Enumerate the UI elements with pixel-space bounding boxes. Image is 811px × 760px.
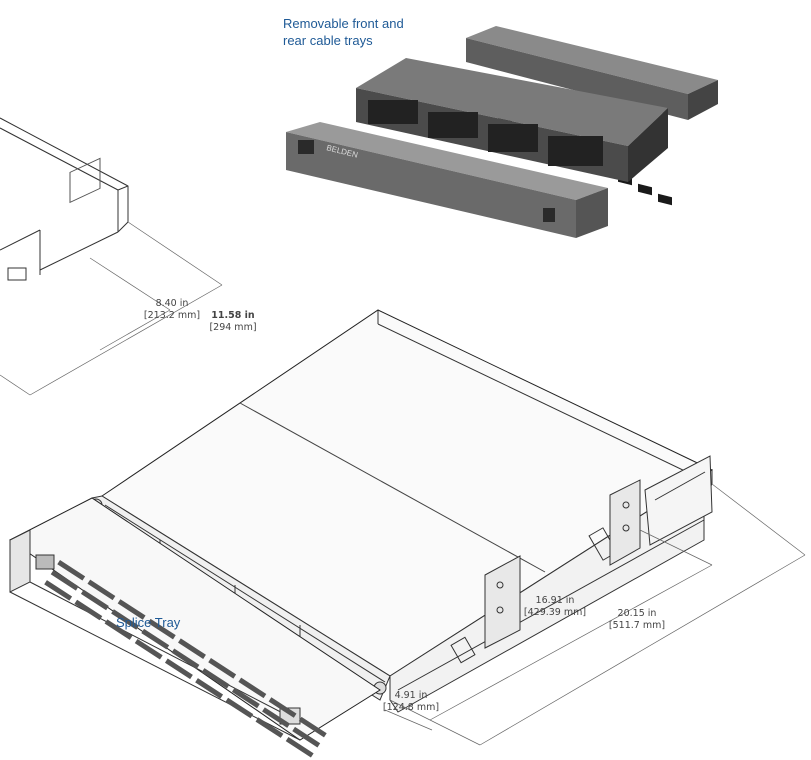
dimension-depth-total-imperial: 11.58 in xyxy=(211,310,255,321)
front-cable-tray: BELDEN xyxy=(286,122,608,238)
dimension-depth-total-metric: [294 mm] xyxy=(209,322,257,333)
small-unit-drawing xyxy=(0,117,223,396)
cable-tray-photo: BELDEN xyxy=(238,0,811,300)
splice-tray-slots xyxy=(44,560,327,758)
dimension-width-inner-imperial: 16.91 in xyxy=(535,595,575,606)
rack-unit-drawing xyxy=(9,309,806,746)
dimension-width-inner: 16.91 in [429.39 mm] xyxy=(514,595,596,619)
cable-tray-illustration: BELDEN xyxy=(286,26,718,238)
dimension-width-total-imperial: 20.15 in xyxy=(617,608,657,619)
splice-tray-label: Splice Tray xyxy=(116,615,181,630)
dimension-tray-depth: 4.91 in [124.8 mm] xyxy=(374,690,448,714)
chassis xyxy=(356,58,668,182)
cable-trays-label-line1: Removable front and xyxy=(283,16,404,31)
dimension-width-total-metric: [511.7 mm] xyxy=(608,620,666,631)
dimension-depth-total: 11.58 in [294 mm] xyxy=(205,310,261,334)
cable-trays-label-line2: rear cable trays xyxy=(283,33,373,48)
dimension-depth-short: 8.40 in [213.2 mm] xyxy=(140,298,204,322)
dimension-tray-depth-metric: [124.8 mm] xyxy=(382,702,440,713)
dimension-width-total: 20.15 in [511.7 mm] xyxy=(598,608,676,632)
cable-trays-label: Removable front and rear cable trays xyxy=(283,15,404,49)
dimension-depth-short-imperial: 8.40 in xyxy=(155,298,189,309)
dimension-tray-depth-imperial: 4.91 in xyxy=(394,690,428,701)
dimension-depth-short-metric: [213.2 mm] xyxy=(143,310,201,321)
dimension-width-inner-metric: [429.39 mm] xyxy=(523,607,587,618)
